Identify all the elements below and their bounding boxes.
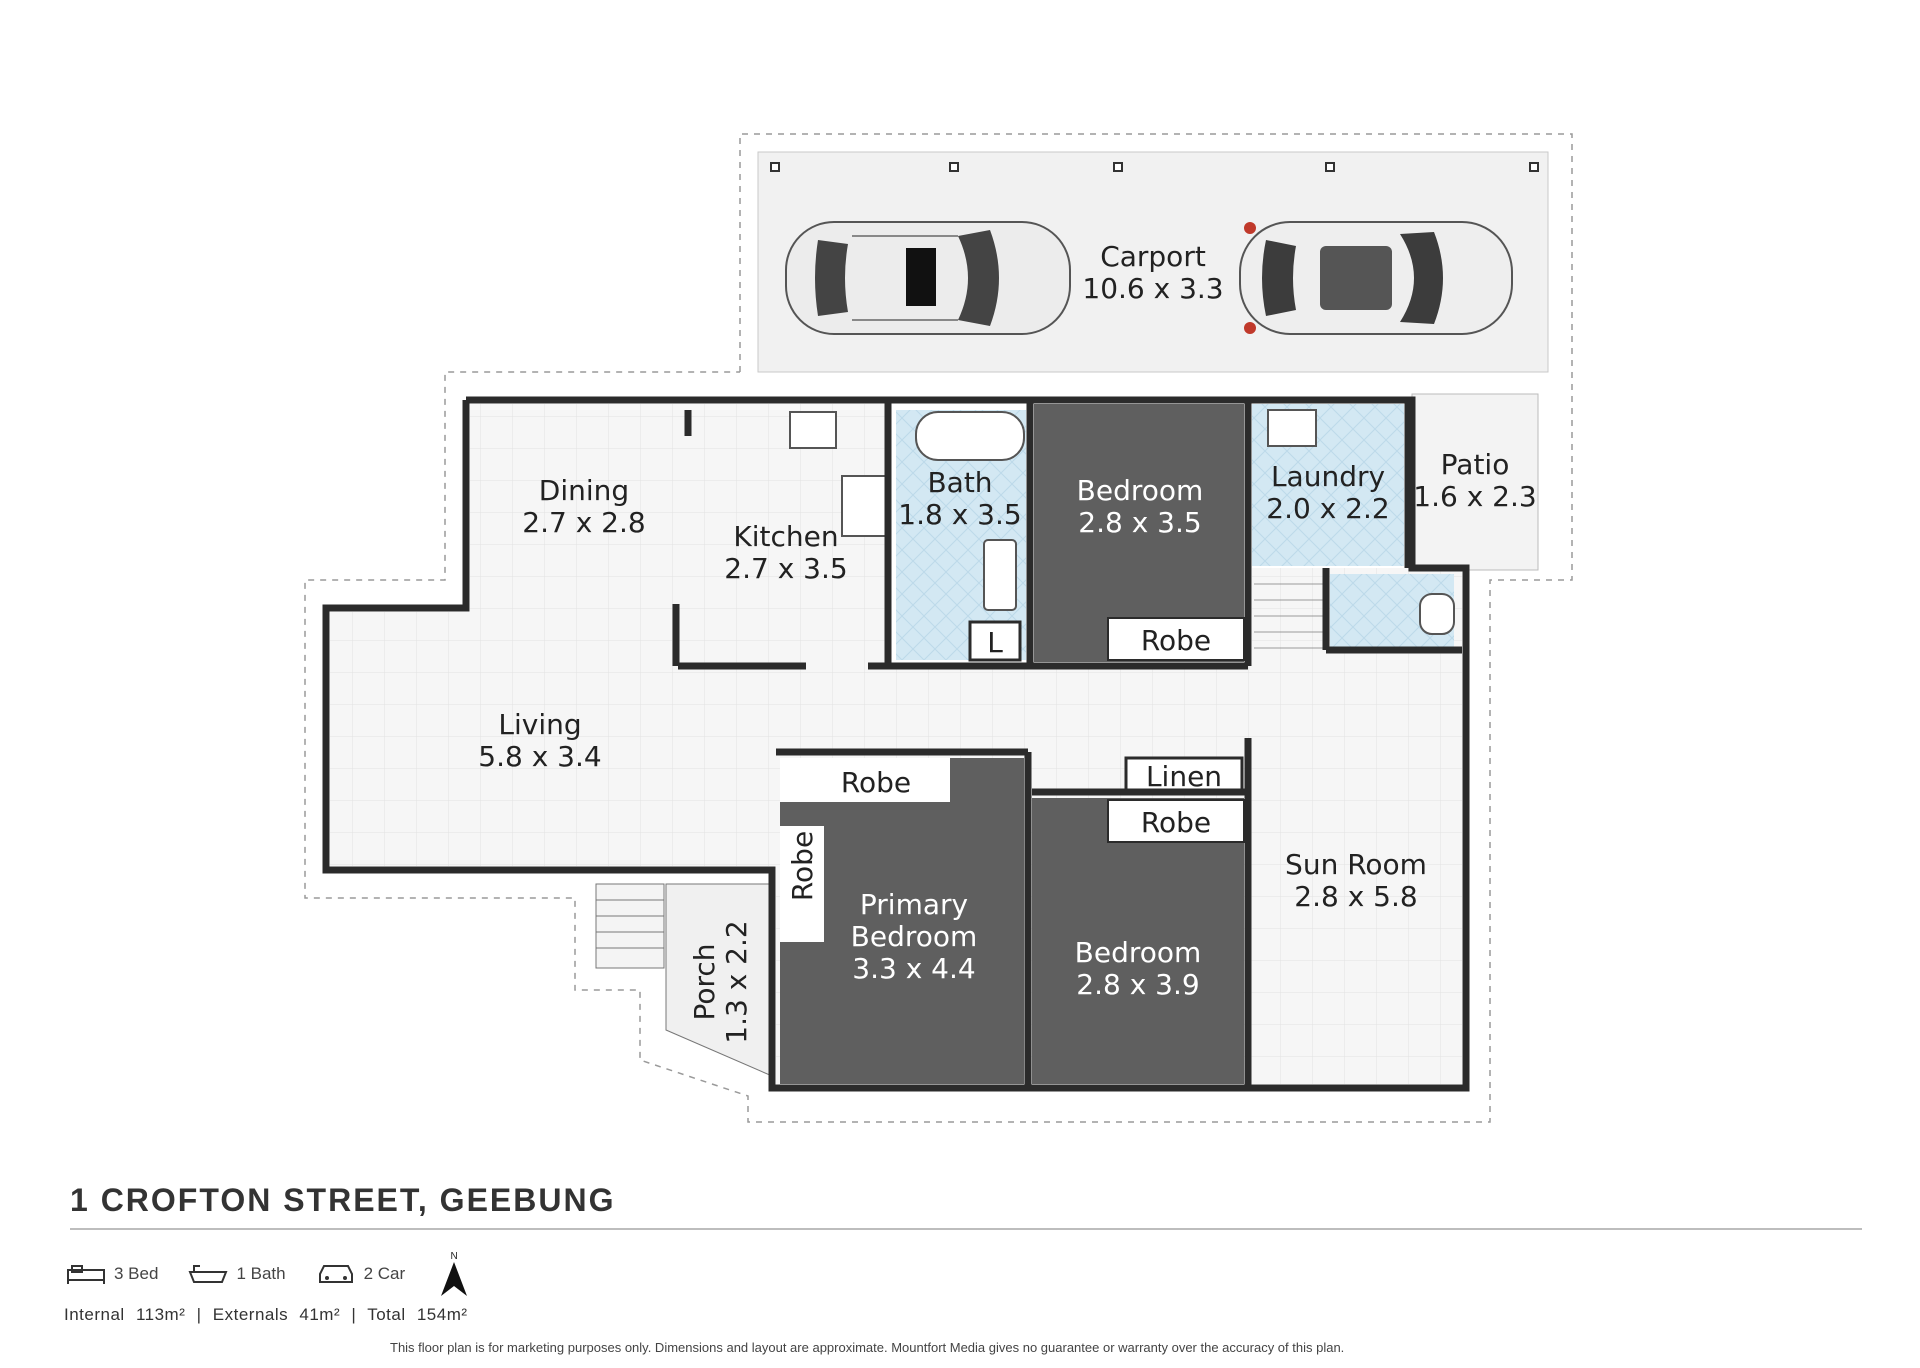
robe-bottom-label: Robe: [1141, 806, 1211, 839]
property-address: 1 CROFTON STREET, GEEBUNG: [70, 1182, 616, 1218]
robe-primary-side: [780, 826, 824, 942]
bath-size: 1.8 x 3.5: [898, 498, 1021, 531]
carport-size: 10.6 x 3.3: [1082, 272, 1223, 305]
kitchen-name: Kitchen: [733, 520, 838, 553]
total-label: Total: [367, 1305, 406, 1324]
bedroom-top-name: Bedroom: [1077, 474, 1204, 507]
bedroom-bottom-name: Bedroom: [1075, 936, 1202, 969]
car-left-icon: [785, 221, 1071, 335]
bath-name: Bath: [927, 466, 992, 499]
patio-area: [1411, 393, 1539, 571]
porch-size: 1.3 x 2.2: [720, 920, 753, 1043]
dining-size: 2.7 x 2.8: [522, 506, 645, 539]
footer-divider: [70, 1228, 1862, 1230]
car-right-icon: [1239, 221, 1513, 335]
patio-name: Patio: [1441, 448, 1510, 481]
laundry-stairs: [1254, 583, 1324, 649]
patio-size: 1.6 x 2.3: [1413, 480, 1536, 513]
bath-icon: [188, 1265, 228, 1283]
property-features: 3 Bed 1 Bath 2 Car N: [66, 1252, 469, 1296]
north-arrow: N: [439, 1252, 469, 1296]
laundry-size: 2.0 x 2.2: [1266, 492, 1389, 525]
linen-cupboard: [1124, 756, 1244, 792]
living-name: Living: [498, 708, 581, 741]
porch-stairs: [595, 883, 665, 969]
area-separator: |: [351, 1305, 357, 1324]
car-count: 2 Car: [363, 1264, 406, 1283]
linen-label: Linen: [1146, 760, 1222, 793]
bed-count: 3 Bed: [114, 1264, 159, 1283]
fixtures: [789, 409, 1455, 635]
sun-room-name: Sun Room: [1285, 848, 1427, 881]
internal-value: 113m²: [135, 1305, 186, 1324]
disclaimer-text: This floor plan is for marketing purpose…: [390, 1340, 1345, 1355]
porch-name: Porch: [688, 943, 721, 1020]
total-value: 154m²: [416, 1305, 468, 1324]
primary-bedroom-size: 3.3 x 4.4: [852, 952, 975, 985]
laundry-name: Laundry: [1271, 460, 1385, 493]
robe-top-label: Robe: [1141, 624, 1211, 657]
dining-name: Dining: [539, 474, 629, 507]
internal-label: Internal: [64, 1305, 125, 1324]
area-separator: |: [196, 1305, 202, 1324]
robe-top: [1107, 617, 1245, 661]
floor-plan: Carport 10.6 x 3.3 Patio 1.6 x 2.3 Dinin…: [304, 133, 1573, 1123]
north-arrow-icon: [441, 1262, 468, 1296]
car-icon: [318, 1265, 353, 1283]
robe-primary-side-label: Robe: [786, 831, 819, 901]
bedroom-bottom-size: 2.8 x 3.9: [1076, 968, 1199, 1001]
l-cupboard: [968, 620, 1022, 662]
robe-primary-top: [780, 758, 950, 802]
l-cupboard-label: L: [987, 626, 1003, 659]
room-labels: Carport 10.6 x 3.3 Patio 1.6 x 2.3 Dinin…: [478, 240, 1536, 1044]
carport-name: Carport: [1100, 240, 1206, 273]
bath-feature: 1 Bath: [188, 1262, 286, 1286]
externals-value: 41m²: [299, 1305, 341, 1324]
north-label: N: [450, 1251, 458, 1262]
bedroom-top-size: 2.8 x 3.5: [1078, 506, 1201, 539]
living-size: 5.8 x 3.4: [478, 740, 601, 773]
robe-bottom: [1107, 799, 1245, 843]
primary-bedroom-name-2: Bedroom: [851, 920, 978, 953]
bath-count: 1 Bath: [236, 1264, 286, 1283]
bedroom-bottom-floor: [1032, 798, 1244, 1084]
walls: [322, 396, 1470, 1092]
primary-bedroom-name-1: Primary: [860, 888, 968, 921]
bed-feature: 3 Bed: [66, 1262, 158, 1286]
bed-icon: [67, 1265, 105, 1284]
area-summary: Internal 113m² | Externals 41m² | Total …: [64, 1305, 474, 1325]
car-feature: 2 Car: [316, 1262, 406, 1286]
externals-label: Externals: [212, 1305, 289, 1324]
sun-room-size: 2.8 x 5.8: [1294, 880, 1417, 913]
kitchen-size: 2.7 x 3.5: [724, 552, 847, 585]
robe-primary-top-label: Robe: [841, 766, 911, 799]
